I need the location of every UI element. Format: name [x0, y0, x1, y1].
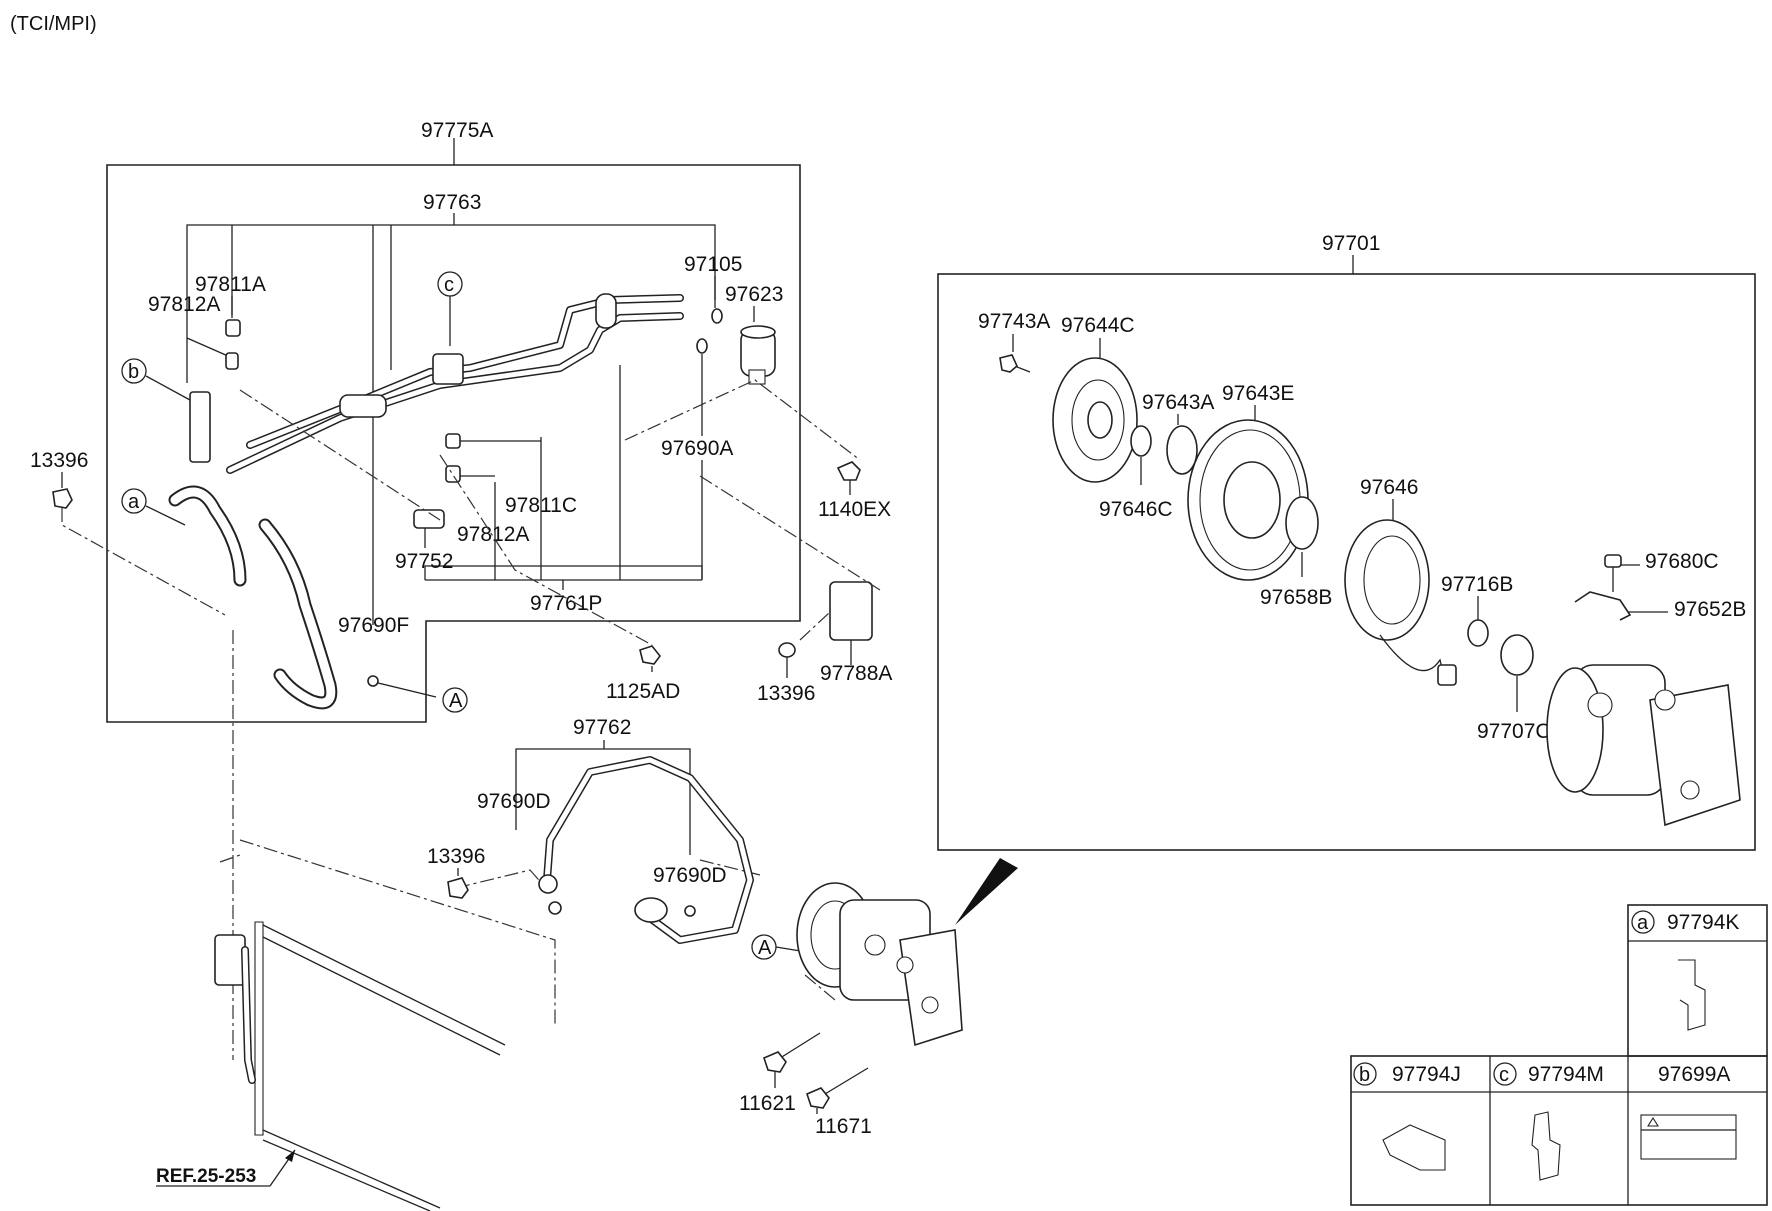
label-97644C: 97644C — [1061, 314, 1135, 337]
label-97105: 97105 — [684, 253, 742, 276]
label-97743A: 97743A — [978, 310, 1050, 333]
legend-table — [1350, 904, 1768, 1206]
label-97680C: 97680C — [1645, 550, 1719, 573]
callout-c: c — [444, 274, 454, 296]
label-97646: 97646 — [1360, 476, 1418, 499]
label-97811A: 97811A — [195, 273, 266, 296]
clip-a-icon — [1678, 959, 1706, 1031]
label-11671: 11671 — [815, 1115, 872, 1138]
detail-pointer — [955, 858, 1018, 925]
label-97812A-top: 97812A — [148, 293, 220, 316]
label-97643A: 97643A — [1142, 391, 1214, 414]
label-97707C: 97707C — [1477, 720, 1551, 743]
pressure-switch — [413, 509, 445, 529]
bracket-b-icon — [1382, 1124, 1446, 1171]
compressor-installed — [796, 882, 963, 1047]
label-97646C: 97646C — [1099, 498, 1173, 521]
callout-b: b — [128, 361, 139, 383]
label-97643E: 97643E — [1222, 382, 1294, 405]
label-97762: 97762 — [573, 716, 631, 739]
label-97690A: 97690A — [661, 437, 733, 460]
label-97763: 97763 — [423, 191, 481, 214]
caution-label-icon — [1640, 1114, 1737, 1160]
clutch-hub — [1052, 357, 1138, 483]
legend-b-letter: b — [1359, 1064, 1370, 1086]
variant-title: (TCI/MPI) — [10, 13, 97, 35]
suction-line — [538, 756, 754, 944]
legend-a-letter: a — [1637, 912, 1649, 934]
assembly-frame-97775A — [106, 164, 801, 723]
label-97788A: 97788A — [820, 662, 892, 685]
label-97690F: 97690F — [338, 614, 409, 637]
compressor-body — [1546, 664, 1741, 827]
label-97690D-right: 97690D — [653, 864, 727, 887]
callout-A-upper: A — [449, 690, 463, 712]
label-13396-low: 13396 — [427, 845, 485, 868]
label-97811C: 97811C — [505, 494, 577, 517]
label-1125AD: 1125AD — [606, 680, 680, 703]
callout-a: a — [128, 491, 140, 513]
label-97658B: 97658B — [1260, 586, 1332, 609]
compressor-frame-97701 — [937, 273, 1756, 851]
pulley — [1187, 419, 1309, 581]
legend-97699A: 97699A — [1658, 1063, 1730, 1086]
label-97652B: 97652B — [1674, 598, 1746, 621]
legend-97794J: 97794J — [1392, 1063, 1461, 1086]
triple-switch — [829, 581, 873, 641]
label-97812A-mid: 97812A — [457, 523, 529, 546]
label-13396-left: 13396 — [30, 449, 88, 472]
label-97623: 97623 — [725, 283, 783, 306]
label-13396-mid: 13396 — [757, 682, 815, 705]
label-97716B: 97716B — [1441, 573, 1513, 596]
legend-97794M: 97794M — [1528, 1063, 1604, 1086]
label-97761P: 97761P — [530, 592, 602, 615]
legend-c-letter: c — [1499, 1064, 1509, 1086]
label-97752: 97752 — [395, 550, 453, 573]
discharge-hose-assembly — [168, 293, 684, 710]
clip-c-icon — [1531, 1111, 1561, 1181]
label-97701: 97701 — [1322, 232, 1380, 255]
field-coil — [1344, 519, 1457, 686]
label-11621: 11621 — [739, 1092, 796, 1115]
label-1140EX: 1140EX — [818, 498, 891, 521]
label-ref-25-253: REF.25-253 — [156, 1166, 256, 1187]
condenser — [214, 921, 506, 1211]
label-97775A: 97775A — [421, 119, 493, 142]
callout-A-lower: A — [758, 937, 772, 959]
label-97690D-left: 97690D — [477, 790, 551, 813]
legend-97794K: 97794K — [1667, 911, 1739, 934]
